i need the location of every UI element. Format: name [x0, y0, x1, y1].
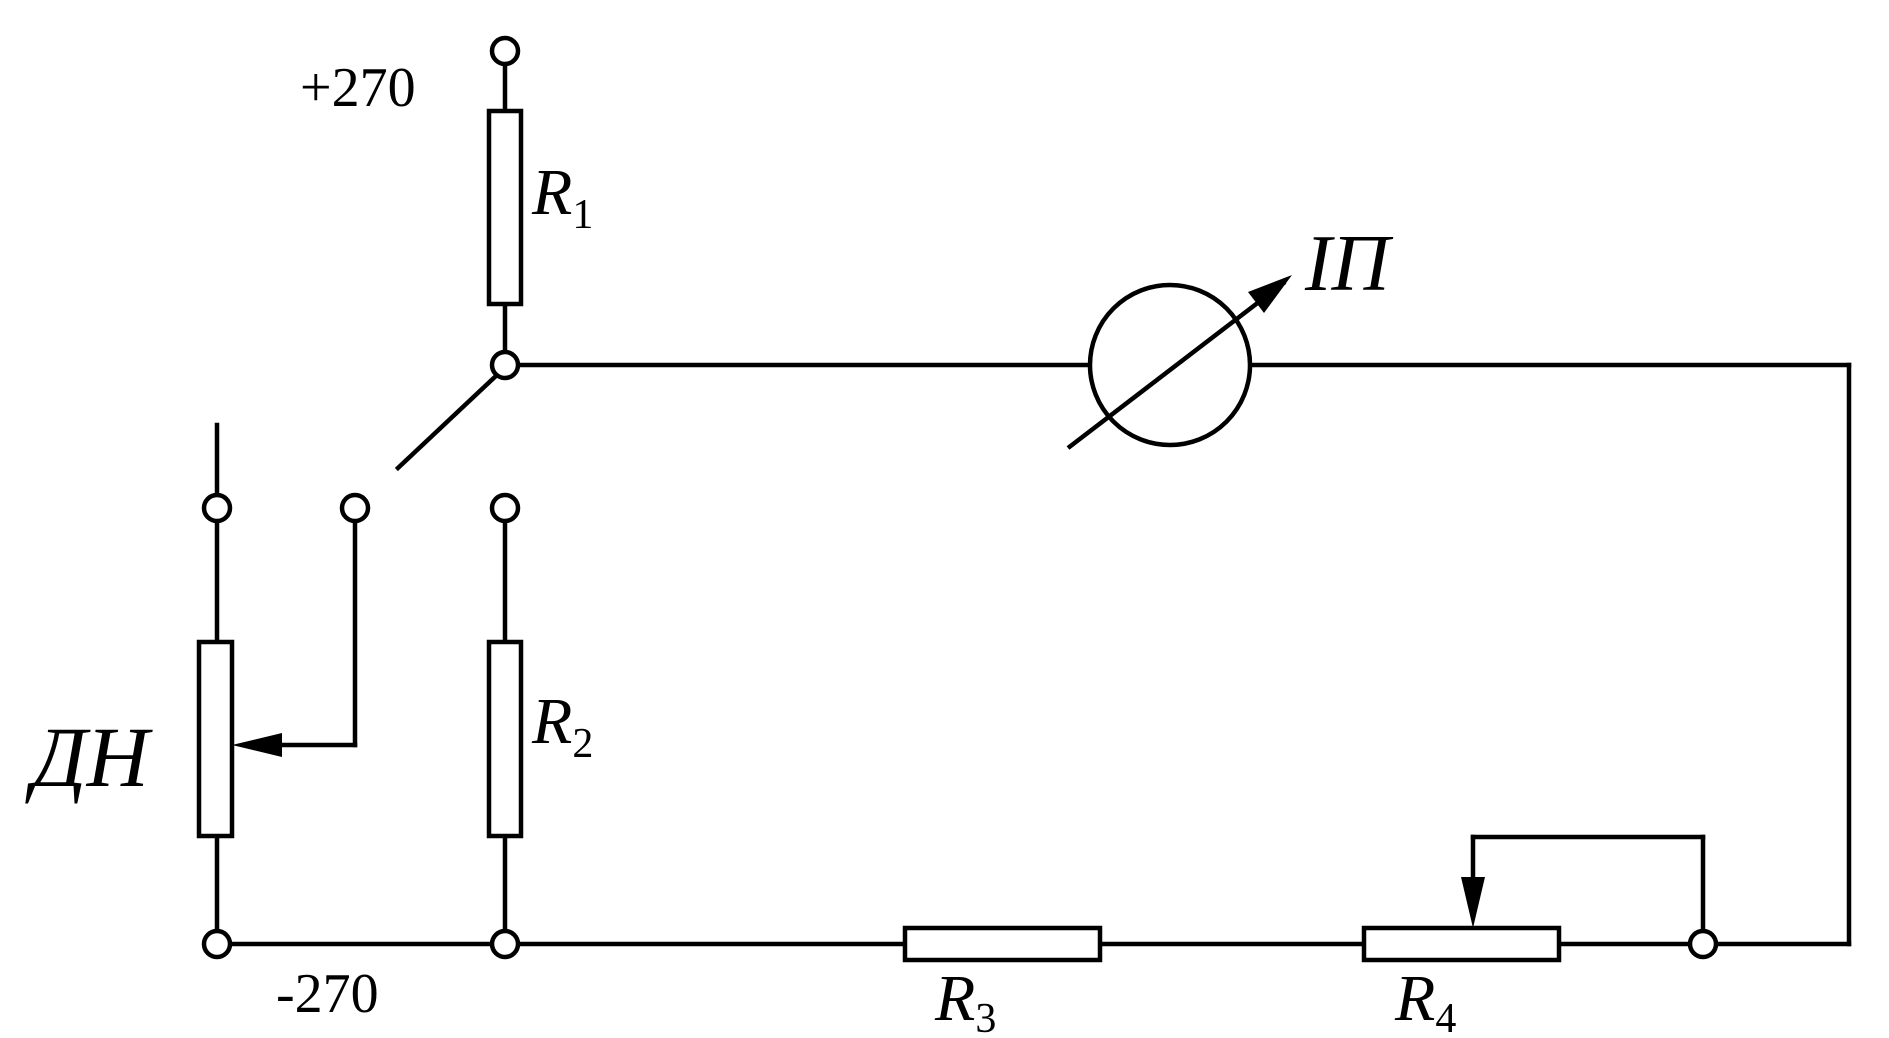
terminal-minus: [201, 928, 233, 960]
terminal-plus: [489, 35, 521, 67]
terminal-right: [1687, 928, 1719, 960]
resistor-r1: [486, 108, 524, 307]
wires: [214, 62, 1852, 947]
minus-supply-label: -270: [276, 963, 379, 1025]
meter-arrow: [1066, 280, 1287, 450]
meter-arrowhead: [1248, 275, 1292, 313]
dn-wiper-arrowhead: [232, 733, 282, 757]
terminals: [201, 35, 1719, 960]
terminal-dn-top: [201, 492, 233, 524]
r4-label: R4: [1394, 962, 1456, 1038]
r2-label: R2: [531, 685, 593, 767]
resistor-r3: [902, 925, 1103, 963]
resistor-r4: [1361, 925, 1562, 963]
switch-blade: [394, 370, 502, 472]
sensor-label: ДН: [25, 709, 153, 805]
r4-wiper-arrowhead: [1461, 877, 1485, 928]
terminal-switch-middle: [339, 492, 371, 524]
plus-supply-label: +270: [300, 57, 416, 119]
resistor-r2: [486, 639, 524, 839]
terminal-r2-bottom: [489, 928, 521, 960]
terminal-switch-common: [489, 349, 521, 381]
meter-circle: [1087, 282, 1253, 448]
terminal-r2-top: [489, 492, 521, 524]
potentiometer-dn: [196, 639, 235, 839]
r1-label: R1: [531, 156, 593, 238]
meter-label: ІП: [1304, 220, 1394, 308]
r3-label: R3: [934, 962, 996, 1038]
